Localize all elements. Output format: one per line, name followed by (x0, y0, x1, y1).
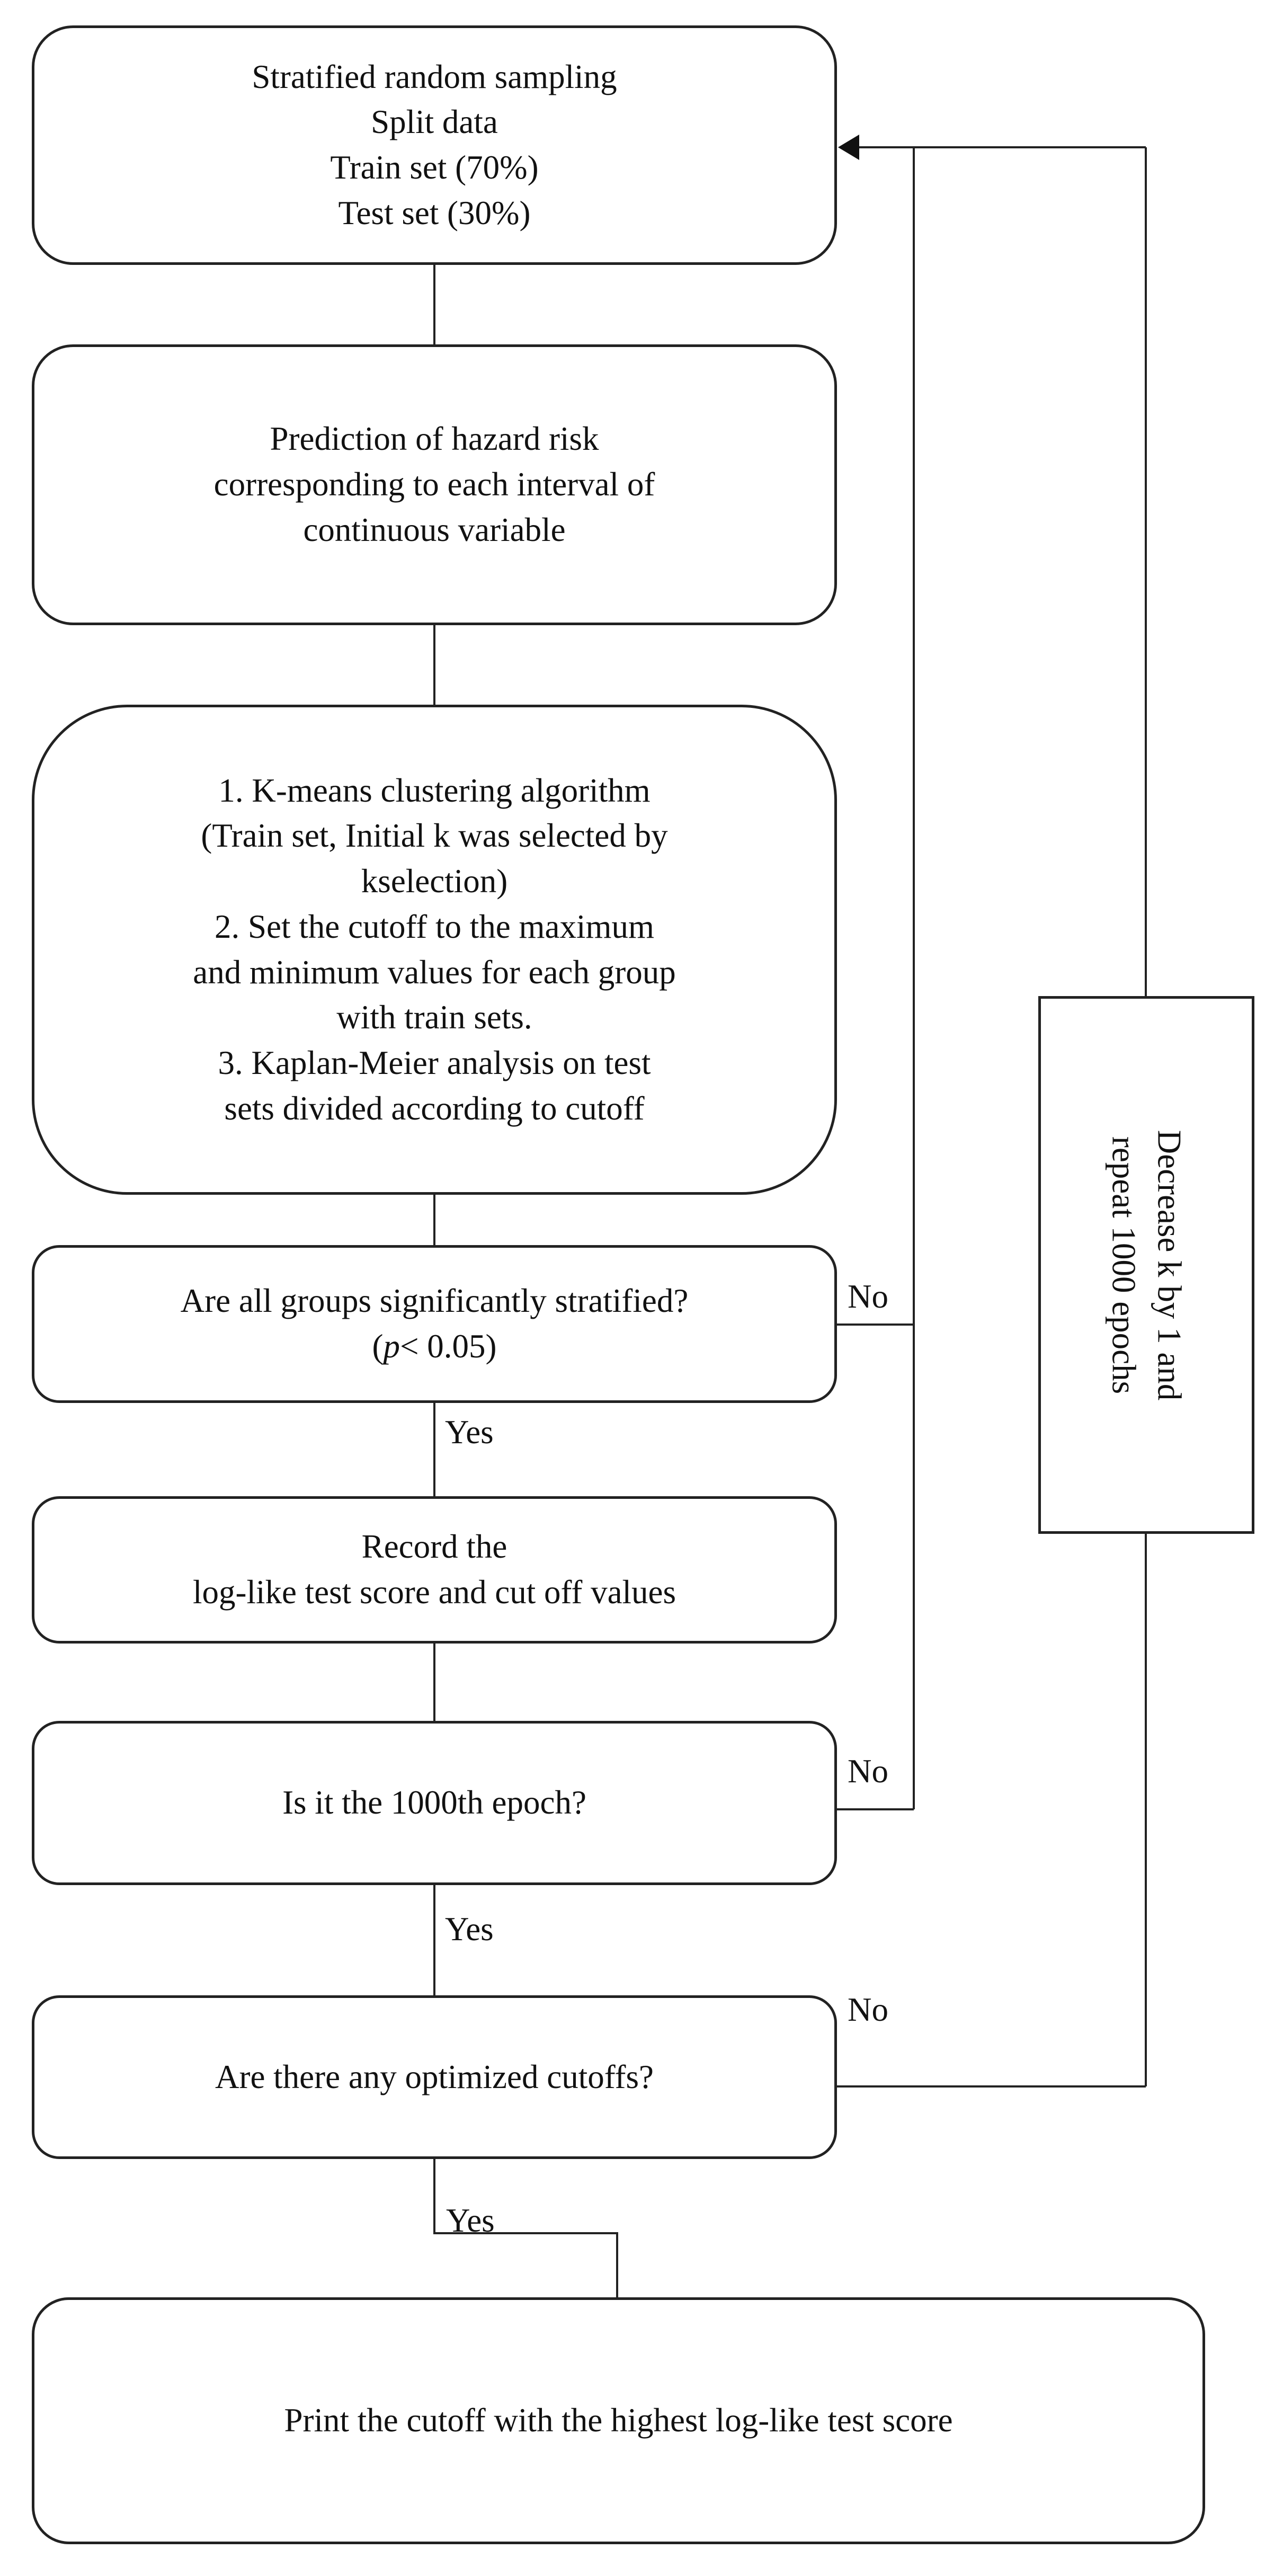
box-significance-check: Are all groups significantly stratified?… (32, 1245, 837, 1403)
box1-line-2: Split data (371, 103, 498, 141)
box1-line-4: Test set (30%) (338, 194, 531, 232)
label-no-box7: No (848, 1991, 888, 2028)
label-no-box4: No (848, 1278, 888, 1315)
box3-line-2: (Train set, Initial k was selected by (201, 817, 668, 855)
label-no-box6: No (848, 1753, 888, 1790)
box3-line-8: sets divided according to cutoff (224, 1089, 645, 1127)
box-print-cutoff: Print the cutoff with the highest log-li… (32, 2297, 1205, 2544)
box-kmeans-steps: 1. K-means clustering algorithm (Train s… (32, 705, 837, 1195)
box5-line-1: Record the (361, 1528, 507, 1566)
box2-line-1: Prediction of hazard risk (270, 420, 599, 458)
box3-line-3: kselection) (361, 863, 508, 900)
box3-line-1: 1. K-means clustering algorithm (218, 771, 651, 809)
box5-line-2: log-like test score and cut off values (192, 1574, 676, 1611)
box4-line-2: (p< 0.05) (372, 1328, 497, 1365)
box6-line-1: Is it the 1000th epoch? (282, 1784, 586, 1822)
box3-line-7: 3. Kaplan-Meier analysis on test (218, 1044, 651, 1081)
box-hazard-prediction: Prediction of hazard risk corresponding … (32, 344, 837, 625)
box-optimized-cutoffs-check: Are there any optimized cutoffs? (32, 1995, 837, 2159)
p-threshold: < 0.05) (399, 1328, 497, 1365)
box-stratified-sampling: Stratified random sampling Split data Tr… (32, 25, 837, 265)
box2-line-2: corresponding to each interval of (213, 466, 655, 503)
arrowhead-box1-loop (838, 135, 859, 160)
box3-line-5: and minimum values for each group (193, 953, 676, 991)
side-line-2: repeat 1000 epochs (1106, 1136, 1143, 1394)
p-symbol: p (383, 1328, 400, 1365)
side-line-1: Decrease k by 1 and (1151, 1130, 1188, 1400)
box-record-score: Record the log-like test score and cut o… (32, 1496, 837, 1644)
label-yes-box6: Yes (445, 1911, 494, 1948)
label-yes-box7: Yes (446, 2202, 495, 2239)
box1-line-1: Stratified random sampling (252, 58, 617, 95)
box4-line-1: Are all groups significantly stratified? (180, 1282, 689, 1320)
decrease-k-text: Decrease k by 1 and repeat 1000 epochs (1101, 1130, 1191, 1400)
box2-line-3: continuous variable (303, 511, 566, 548)
box1-line-3: Train set (70%) (330, 149, 539, 186)
box-epoch-check: Is it the 1000th epoch? (32, 1721, 837, 1885)
box7-line-1: Are there any optimized cutoffs? (215, 2058, 654, 2095)
arrow-box7-to-box8 (433, 2159, 618, 2298)
box-decrease-k: Decrease k by 1 and repeat 1000 epochs (1038, 996, 1254, 1534)
box8-line-1: Print the cutoff with the highest log-li… (284, 2402, 953, 2439)
box3-line-4: 2. Set the cutoff to the maximum (215, 908, 654, 945)
box3-line-6: with train sets. (336, 999, 532, 1036)
label-yes-box4: Yes (445, 1414, 494, 1451)
